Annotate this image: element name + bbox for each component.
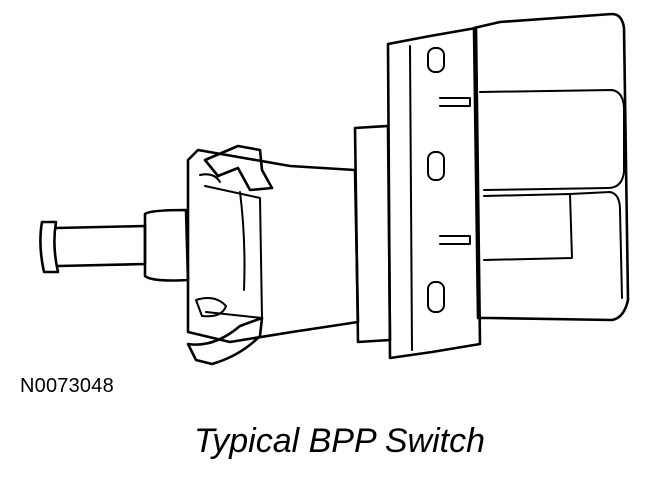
retaining-clip <box>186 144 274 366</box>
electrical-connector <box>472 12 630 322</box>
switch-body <box>186 148 360 344</box>
plunger-shaft <box>54 224 147 268</box>
mounting-flange <box>386 26 482 360</box>
plunger-tip <box>39 220 60 274</box>
figure-caption: Typical BPP Switch <box>194 422 485 460</box>
switch-neck <box>353 124 392 344</box>
figure-id-label: N0073048 <box>20 375 114 397</box>
plunger-collar <box>143 208 190 282</box>
